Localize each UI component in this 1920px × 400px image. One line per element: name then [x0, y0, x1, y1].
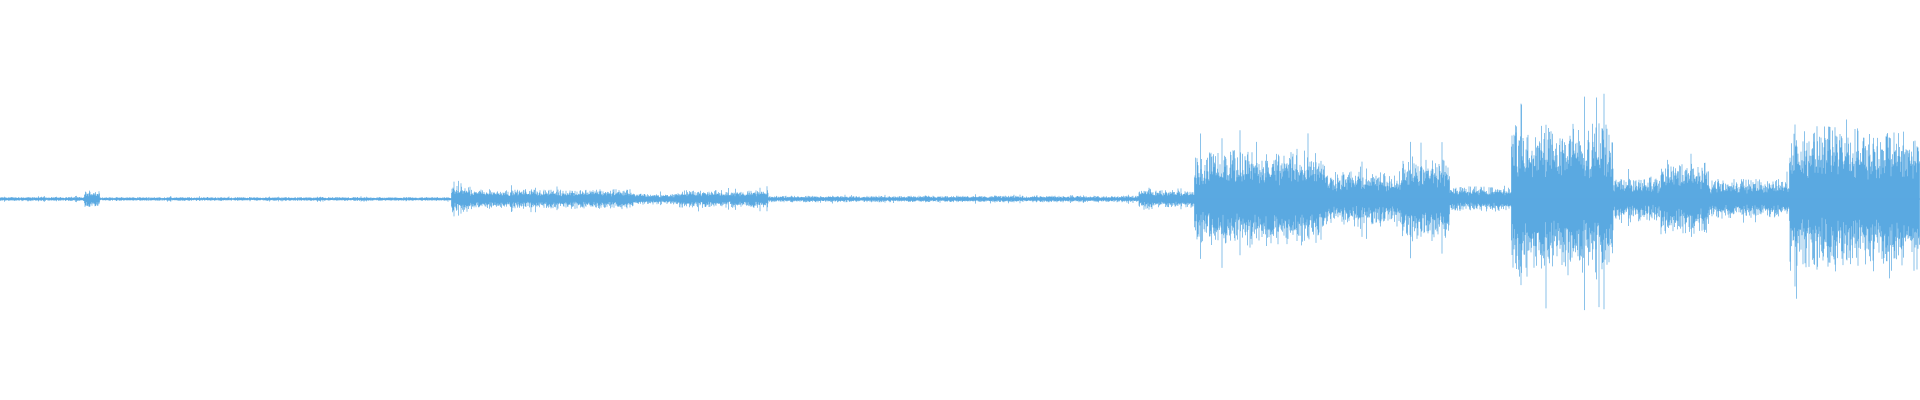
waveform-bars — [0, 93, 1920, 311]
waveform-path — [0, 93, 1920, 311]
